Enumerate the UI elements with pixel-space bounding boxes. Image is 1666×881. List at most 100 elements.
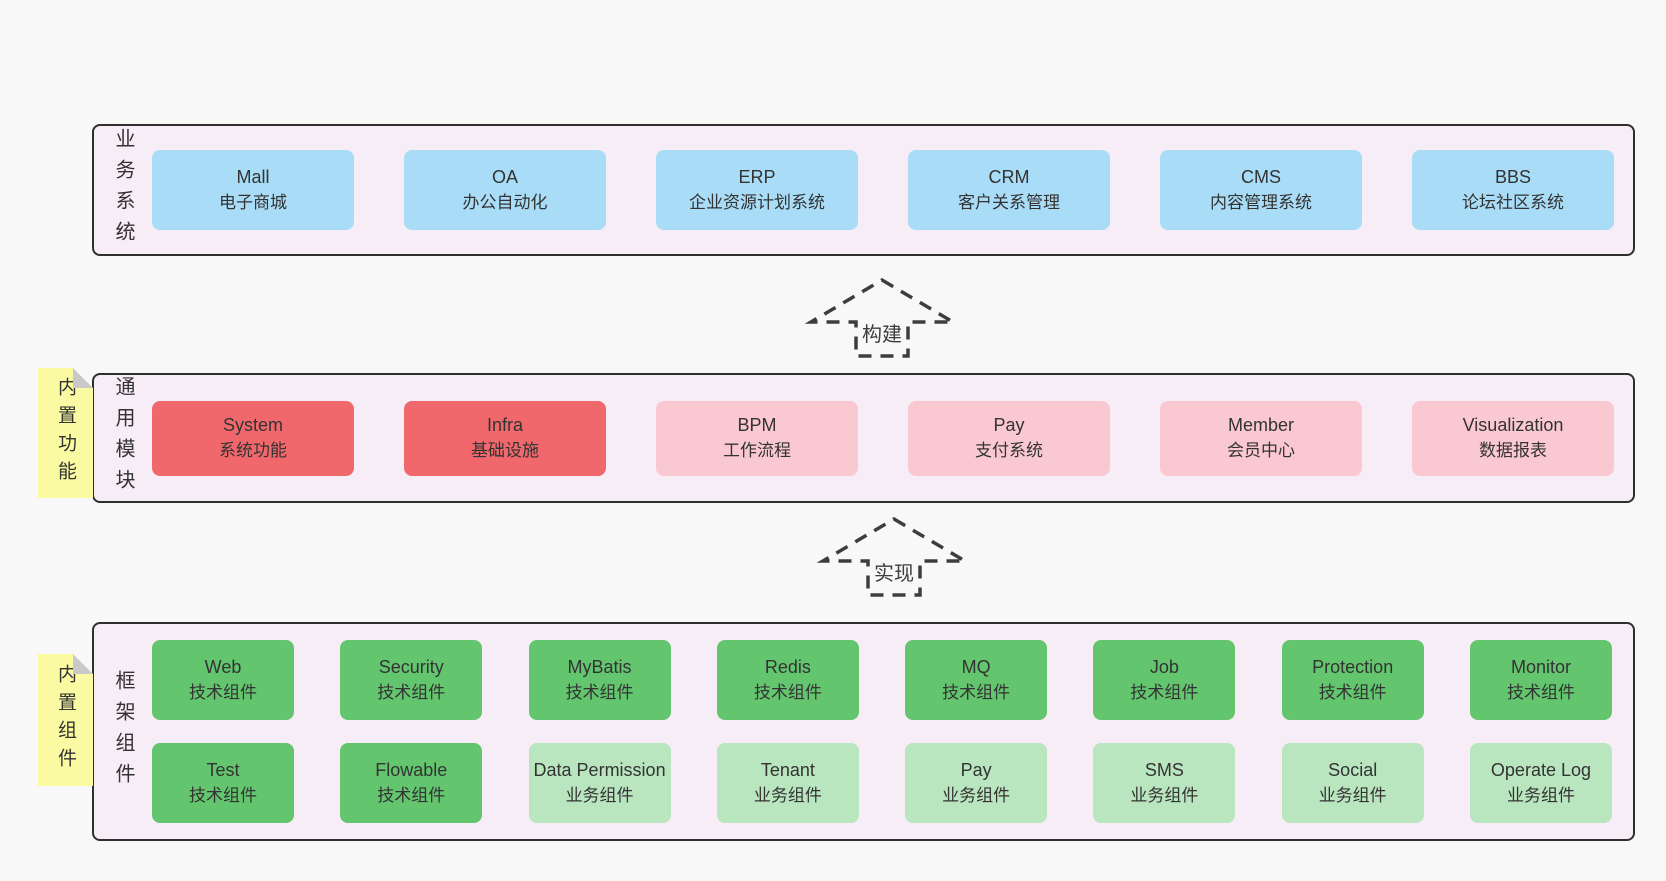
box-data-permission: Data Permission 业务组件 (528, 743, 671, 823)
box-title: Test (206, 760, 240, 780)
box-sms: SMS 业务组件 (1093, 743, 1236, 823)
panel-label-text: 通用模块 (112, 376, 134, 500)
box-title: Redis (764, 657, 811, 677)
box-title: CRM (988, 167, 1030, 187)
box-oa: OA 办公自动化 (404, 150, 606, 230)
panel-label-framework: 框架组件 (94, 624, 152, 839)
box-bpm: BPM 工作流程 (656, 400, 858, 476)
box-subtitle: 业务组件 (942, 786, 1011, 805)
box-security: Security 技术组件 (340, 640, 483, 720)
box-title: MQ (961, 657, 991, 677)
box-mall: Mall 电子商城 (152, 150, 354, 230)
box-title: Job (1149, 657, 1179, 677)
box-title: Tenant (760, 760, 815, 780)
box-title: Security (378, 657, 444, 677)
box-title: OA (491, 167, 518, 187)
box-title: Protection (1312, 657, 1394, 677)
box-title: Mall (236, 167, 270, 187)
box-subtitle: 业务组件 (1506, 786, 1575, 805)
sticky-note-builtin-features: 内置功能 (38, 368, 93, 498)
box-title: Data Permission (533, 760, 666, 780)
box-title: Flowable (375, 760, 448, 780)
box-pay: Pay 支付系统 (908, 400, 1110, 476)
box-mybatis: MyBatis 技术组件 (528, 640, 671, 720)
box-subtitle: 技术组件 (189, 683, 257, 702)
box-infra: Infra 基础设施 (404, 400, 606, 476)
box-job: Job 技术组件 (1093, 640, 1236, 720)
box-subtitle: 技术组件 (189, 786, 257, 805)
panel-label-text: 框架组件 (112, 669, 134, 794)
box-title: System (222, 415, 283, 435)
arrow-label-bg (872, 554, 916, 592)
box-subtitle: 业务组件 (753, 786, 822, 805)
box-subtitle: 支付系统 (975, 441, 1043, 460)
box-title: Pay (993, 415, 1025, 435)
box-subtitle: 技术组件 (942, 683, 1011, 702)
box-title: Pay (960, 760, 992, 780)
box-title: BPM (737, 415, 777, 435)
panel-rows: System 系统功能 Infra 基础设施 BPM 工作流程 Pay 支付系统 Member 会… (152, 375, 1635, 501)
box-social: Social 业务组件 (1281, 743, 1424, 823)
box-title: SMS (1144, 760, 1184, 780)
box-subtitle: 基础设施 (471, 441, 539, 460)
box-subtitle: 内容管理系统 (1210, 193, 1312, 212)
box-subtitle: 论坛社区系统 (1462, 193, 1564, 212)
box-subtitle: 技术组件 (1506, 683, 1575, 702)
box-title: Monitor (1510, 657, 1571, 677)
box-subtitle: 技术组件 (565, 683, 634, 702)
box-title: BBS (1494, 167, 1532, 187)
box-title: Web (204, 657, 242, 677)
panel-label-text: 业务系统 (112, 128, 134, 252)
arrow-implement: 实现 (816, 516, 972, 597)
box-subtitle: 业务组件 (1130, 786, 1199, 805)
box-title: Member (1227, 415, 1294, 435)
box-subtitle: 技术组件 (377, 786, 446, 805)
box-flowable: Flowable 技术组件 (340, 743, 483, 823)
dashed-up-arrow-icon (816, 516, 972, 597)
folded-corner-icon (73, 368, 93, 388)
box-subtitle: 会员中心 (1227, 441, 1295, 460)
panel-label-modules: 通用模块 (94, 375, 152, 501)
box-subtitle: 客户关系管理 (958, 193, 1060, 212)
box-title: Social (1328, 760, 1378, 780)
box-test: Test 技术组件 (152, 743, 294, 823)
folded-corner-icon (73, 654, 93, 674)
sticky-note-builtin-components: 内置组件 (38, 654, 93, 786)
box-crm: CRM 客户关系管理 (908, 150, 1110, 230)
arrow-label: 实现 (874, 562, 914, 585)
box-subtitle: 技术组件 (753, 683, 822, 702)
box-subtitle: 工作流程 (723, 441, 791, 460)
box-subtitle: 技术组件 (1318, 683, 1387, 702)
box-system: System 系统功能 (152, 400, 354, 476)
box-subtitle: 技术组件 (1130, 683, 1199, 702)
box-subtitle: 业务组件 (565, 786, 634, 805)
arrow-label-bg (860, 315, 904, 353)
panel-label-business: 业务系统 (94, 126, 152, 254)
arrow-label: 构建 (862, 323, 902, 346)
box-title: Infra (486, 415, 524, 435)
box-subtitle: 技术组件 (377, 683, 446, 702)
box-subtitle: 系统功能 (219, 441, 287, 460)
box-subtitle: 办公自动化 (462, 193, 548, 212)
panel-common-modules: 通用模块 System 系统功能 Infra 基础设施 BPM 工作流程 Pay 支付系统 Me… (92, 373, 1635, 503)
box-subtitle: 业务组件 (1318, 786, 1387, 805)
box-web: Web 技术组件 (152, 640, 294, 720)
box-pay: Pay 业务组件 (905, 743, 1048, 823)
box-tenant: Tenant 业务组件 (716, 743, 859, 823)
box-title: MyBatis (567, 657, 632, 677)
box-subtitle: 电子商城 (219, 193, 287, 212)
box-redis: Redis 技术组件 (716, 640, 859, 720)
box-title: Operate Log (1490, 760, 1591, 780)
box-mq: MQ 技术组件 (905, 640, 1048, 720)
box-subtitle: 数据报表 (1479, 441, 1547, 460)
sticky-note-text: 内置功能 (55, 377, 76, 489)
